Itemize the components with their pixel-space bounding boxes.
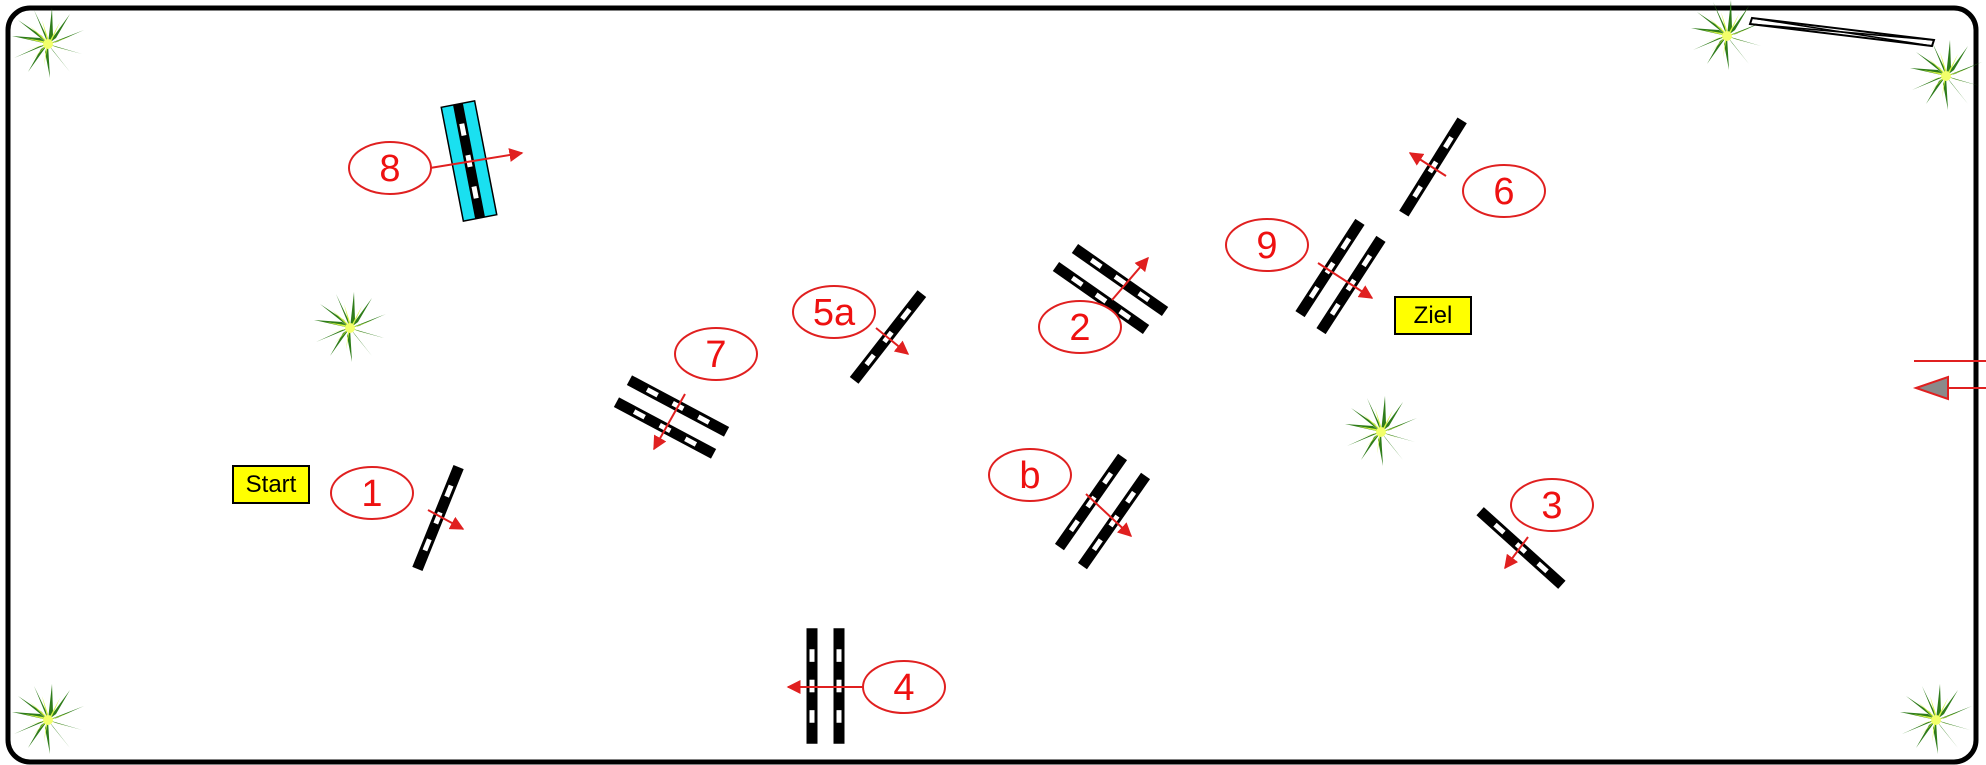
obstacle-9: 9	[1225, 218, 1386, 335]
start-tag: Start	[232, 465, 310, 504]
obstacle-4-number: 4	[893, 667, 914, 709]
obstacle-4: 4	[786, 628, 946, 744]
obstacle-2-number: 2	[1069, 307, 1090, 349]
obstacle-6-number: 6	[1493, 171, 1514, 213]
obstacle-1-number: 1	[361, 473, 382, 515]
obstacle-1: 1	[330, 464, 465, 572]
obstacle-8-number: 8	[379, 148, 400, 190]
obstacle-2: 2	[1038, 243, 1169, 354]
gate-icon	[1748, 16, 1936, 48]
arena-fence	[5, 5, 1979, 765]
start-label: Start	[246, 471, 297, 498]
obstacle-3-number: 3	[1541, 485, 1562, 527]
obstacle-3: 3	[1476, 478, 1594, 589]
entrance-arrow-icon	[1912, 360, 1986, 401]
obstacle-7: 7	[613, 327, 758, 459]
finish-tag: Ziel	[1394, 296, 1472, 335]
obstacle-5a: 5a	[792, 285, 927, 384]
obstacle-8: 8	[348, 99, 524, 223]
obstacle-9-number: 9	[1256, 225, 1277, 267]
obstacle-6: 6	[1399, 117, 1546, 218]
finish-label: Ziel	[1414, 302, 1453, 329]
obstacle-b: b	[988, 448, 1151, 570]
obstacle-7-number: 7	[705, 334, 726, 376]
obstacle-b-number: b	[1019, 455, 1040, 497]
obstacle-5a-number: 5a	[813, 292, 856, 334]
